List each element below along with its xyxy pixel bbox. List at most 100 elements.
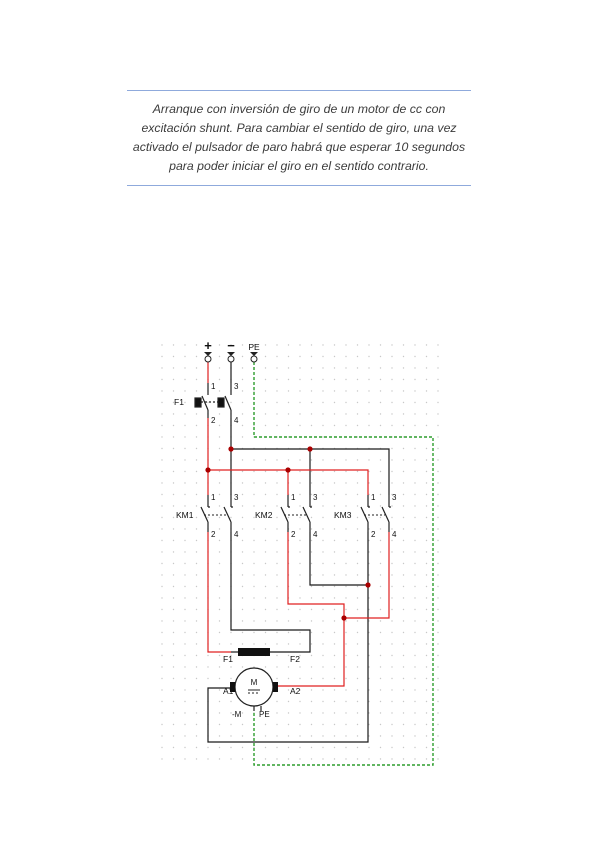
grid-dot: [437, 482, 439, 484]
grid-dot: [207, 677, 209, 680]
grid-dot: [276, 643, 278, 645]
grid-dot: [241, 401, 244, 404]
grid-dot: [391, 493, 393, 496]
grid-dot: [333, 700, 336, 703]
grid-dot: [345, 551, 347, 553]
grid-dot: [195, 470, 198, 473]
grid-dot: [391, 459, 393, 461]
grid-dot: [310, 516, 313, 519]
grid-dot: [218, 528, 221, 530]
grid-dot: [437, 712, 439, 714]
grid-dot: [241, 482, 244, 484]
grid-dot: [322, 620, 324, 622]
grid-dot: [322, 459, 324, 461]
grid-dot: [195, 378, 198, 381]
grid-dot: [299, 689, 301, 691]
grid-dot: [368, 597, 370, 599]
grid-dot: [184, 666, 186, 668]
grid-dot: [345, 620, 347, 622]
grid-dot: [161, 516, 163, 519]
grid-dot: [322, 482, 324, 484]
dc-motor: M A1 A2 -M PE: [223, 667, 301, 719]
grid-dot: [402, 585, 405, 588]
grid-dot: [310, 735, 313, 737]
grid-dot: [310, 459, 313, 461]
grid-dot: [218, 643, 221, 645]
grid-dot: [310, 493, 313, 496]
grid-dot: [345, 413, 347, 415]
grid-dot: [230, 631, 232, 634]
grid-dot: [322, 539, 324, 542]
grid-dot: [287, 758, 290, 760]
grid-dot: [264, 367, 267, 369]
grid-dot: [310, 608, 313, 611]
grid-dot: [345, 746, 347, 749]
grid-dot: [253, 470, 255, 473]
grid-dot: [276, 654, 278, 657]
grid-dot: [368, 758, 370, 760]
grid-dot: [379, 528, 382, 530]
km1-out4-field: [230, 532, 311, 653]
grid-dot: [310, 378, 313, 381]
grid-dot: [425, 493, 428, 496]
grid-dot: [356, 539, 359, 542]
grid-dot: [333, 666, 336, 668]
grid-dot: [287, 620, 290, 622]
junction-dot: [205, 467, 211, 473]
grid-dot: [391, 677, 393, 680]
grid-dot: [402, 551, 405, 553]
grid-dot: [425, 666, 428, 668]
grid-dot: [414, 758, 416, 760]
grid-dot: [276, 505, 278, 507]
grid-dot: [402, 689, 405, 691]
grid-dot: [391, 631, 393, 634]
grid-dot: [368, 746, 370, 749]
grid-dot: [425, 723, 428, 726]
grid-dot: [310, 620, 313, 622]
grid-dot: [299, 528, 301, 530]
grid-dot: [391, 585, 393, 588]
km3-out4: [344, 532, 390, 619]
junction-dot: [228, 446, 234, 452]
grid-dot: [218, 378, 221, 381]
grid-dot: [207, 746, 209, 749]
grid-dot: [391, 574, 393, 576]
grid-dot: [276, 551, 278, 553]
grid-dot: [276, 470, 278, 473]
grid-dot: [425, 574, 428, 576]
neg-bus: [231, 448, 390, 495]
grid-dot: [345, 539, 347, 542]
grid-dot: [161, 505, 163, 507]
grid-dot: [368, 367, 370, 369]
grid-dot: [299, 378, 301, 381]
grid-dot: [322, 631, 324, 634]
grid-dot: [322, 436, 324, 438]
grid-dot: [379, 378, 382, 381]
negative-wiring: [207, 362, 390, 743]
grid-dot: [195, 712, 198, 714]
grid-dot: [414, 355, 416, 358]
grid-dot: [333, 539, 336, 542]
grid-dot: [195, 459, 198, 461]
grid-dot: [356, 355, 359, 358]
grid-dot: [276, 401, 278, 404]
motor-neg-label: -M: [232, 710, 242, 719]
grid-dot: [253, 597, 255, 599]
grid-dot: [264, 344, 267, 346]
grid-dot: [241, 666, 244, 668]
grid-dot: [184, 470, 186, 473]
grid-dot: [437, 378, 439, 381]
grid-dot: [402, 505, 405, 507]
grid-dot: [299, 562, 301, 565]
grid-dot: [402, 470, 405, 473]
grid-dot: [264, 482, 267, 484]
grid-dot: [253, 585, 255, 588]
f1-switch: [194, 383, 232, 418]
grid-dot: [368, 528, 370, 530]
grid-dot: [264, 390, 267, 392]
f1-pin-4: 4: [234, 416, 239, 425]
grid-dot: [264, 551, 267, 553]
grid-dot: [425, 585, 428, 588]
grid-dot: [310, 470, 313, 473]
grid-dot: [310, 689, 313, 691]
